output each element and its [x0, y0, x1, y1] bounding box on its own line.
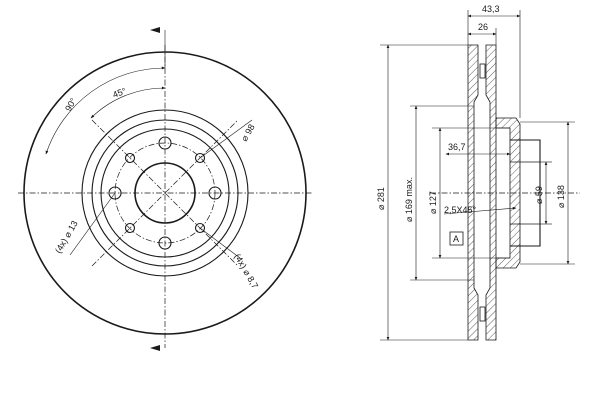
- holes-13-leader: [69, 192, 116, 256]
- chamfer-label: 2,5X45°: [444, 205, 477, 215]
- dim-59-label: ⌀ 59: [534, 186, 544, 204]
- front-view: 90° 45° ⌀ 98 (4x) ⌀ 13 (4x) ⌀ 8,7: [18, 27, 312, 351]
- stud-hole: [108, 186, 122, 200]
- stud-hole: [208, 186, 222, 200]
- holes-13-label: (4x) ⌀ 13: [53, 219, 80, 255]
- angle-90-label: 90°: [63, 96, 79, 113]
- dim-138-label: ⌀ 138: [556, 185, 566, 208]
- angle-90-arc: [45, 66, 166, 155]
- small-hole: [124, 152, 136, 164]
- dim-127-label: ⌀ 127: [428, 191, 438, 214]
- friction-ring-left: [467, 44, 479, 341]
- small-hole: [124, 222, 136, 234]
- bottom-arrow-marker: [150, 345, 160, 351]
- dim-169-label: ⌀ 169 max.: [404, 177, 414, 222]
- small-hole: [194, 222, 206, 234]
- hub-face: [510, 139, 541, 247]
- vent-slot-top: [479, 63, 486, 79]
- datum-a-box: [449, 231, 464, 246]
- dim-281-label: ⌀ 281: [376, 187, 386, 210]
- dim-26-label: 26: [478, 22, 488, 32]
- angle-45-arc: [90, 86, 166, 119]
- section-view: 43,3 26 ⌀ 281 ⌀ 169 max. ⌀ 127 36,7 2,5X…: [376, 4, 580, 341]
- dim-36-7-label: 36,7: [448, 142, 466, 152]
- dim-43-3-label: 43,3: [482, 4, 500, 14]
- holes-8-7-label: (4x) ⌀ 8,7: [232, 252, 260, 290]
- pcd-98-label: ⌀ 98: [239, 122, 257, 143]
- stud-hole: [158, 236, 172, 250]
- holes-8-7-leader: [199, 227, 241, 259]
- friction-ring-right: [485, 44, 497, 341]
- datum-a-label: A: [453, 234, 459, 244]
- top-arrow-marker: [150, 27, 160, 33]
- chamfer-leader: [443, 206, 517, 215]
- small-hole: [194, 152, 206, 164]
- pcd-98-leader: [199, 119, 253, 159]
- vent-slot-bottom: [479, 306, 486, 322]
- angle-45-label: 45°: [111, 86, 128, 100]
